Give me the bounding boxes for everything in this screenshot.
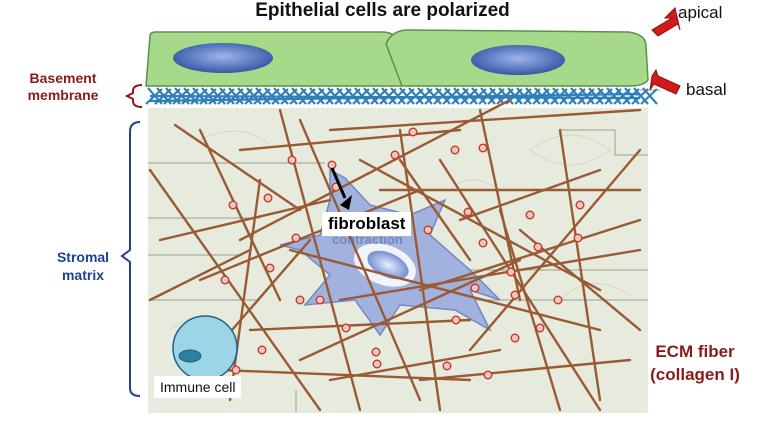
collagen-fiber [398,158,472,262]
membrane-strand [149,92,641,103]
collagen-fiber [298,258,522,362]
stromal-matrix-line1: Stromal [56,249,110,265]
matrix-particle [265,263,275,273]
matrix-particle [408,127,418,137]
matrix-particle [535,323,545,333]
basement-membrane-label: Basement membrane [8,70,118,104]
collagen-fiber [438,158,602,412]
stromal-matrix-line2: matrix [61,267,105,283]
matrix-particle [483,370,493,380]
collagen-fiber [358,158,602,292]
matrix-particle [575,200,585,210]
basement-membrane-line2: membrane [27,87,99,103]
matrix-particle [220,275,230,285]
matrix-particle [372,359,382,369]
matrix-particle [257,345,267,355]
collagen-fiber [288,248,602,332]
collagen-fiber [418,218,642,292]
basal-red-arrow [649,68,681,95]
matrix-particle [533,242,543,252]
matrix-particle [295,295,305,305]
matrix-particle [478,143,488,153]
collagen-fiber [248,318,472,332]
diagram-title: Epithelial cells are polarized [255,0,510,21]
matrix-particle [506,267,516,277]
collagen-fibers [148,98,642,412]
collagen-fiber [458,168,602,222]
epithelial-nucleus-left [173,43,273,73]
basement-membrane-mesh [145,87,658,105]
matrix-particle [553,295,563,305]
matrix-particle [450,145,460,155]
basement-membrane-line1: Basement [29,70,97,86]
matrix-particle [525,210,535,220]
collagen-fiber [398,128,442,412]
immune-cell [172,315,238,381]
matrix-particle [263,193,273,203]
matrix-particle [228,200,238,210]
collagen-fiber [328,348,502,382]
matrix-particle [315,295,325,305]
matrix-particle [231,365,241,375]
matrix-particle [573,233,583,243]
collagen-fiber [173,123,302,212]
collagen-fiber [328,108,642,132]
stromal-matrix-label: Stromal matrix [44,248,122,284]
matrix-particle [510,290,520,300]
immune-cell-label: Immune cell [154,376,242,398]
collagen-fiber [238,128,462,152]
matrix-particle [463,207,473,217]
contraction-arrow [330,167,352,210]
collagen-fiber [558,128,602,402]
matrix-particle [390,150,400,160]
collagen-fiber [298,118,422,402]
matrix-particle [510,333,520,343]
basement-membrane-bracket [124,84,143,108]
apical-label: apical [678,3,723,22]
collagen-fiber [198,188,422,282]
matrix-particle [442,361,452,371]
matrix-particle [451,315,461,325]
collagen-fiber [148,168,322,412]
stromal-matrix-bracket [120,121,141,397]
epithelial-nucleus-right [471,45,565,75]
matrix-particle [371,347,381,357]
immune-cell-nucleus [178,349,202,363]
ecm-fiber-label: ECM fiber (collagen I) [630,340,760,386]
matrix-particle [291,233,301,243]
apical-red-arrow [651,7,681,37]
collagen-fiber [198,128,282,302]
collagen-fiber [468,148,642,352]
basal-label: basal [686,80,727,99]
fibroblast-label: fibroblast [322,212,412,236]
ecm-fiber-line1: ECM fiber [655,342,735,361]
collagen-fiber [148,248,252,302]
ecm-fiber-line2: (collagen I) [650,365,740,384]
matrix-particle [423,225,433,235]
matrix-particle [341,323,351,333]
collagen-fiber [238,98,512,242]
matrix-particle [470,283,480,293]
matrix-particles [220,127,585,380]
matrix-particle [478,238,488,248]
collagen-fiber [158,198,332,242]
membrane-strand [640,88,658,105]
collagen-fiber [338,248,642,302]
matrix-particle [287,155,297,165]
collagen-fiber [498,208,562,412]
matrix-particle [327,160,337,170]
collagen-fiber [418,358,632,382]
